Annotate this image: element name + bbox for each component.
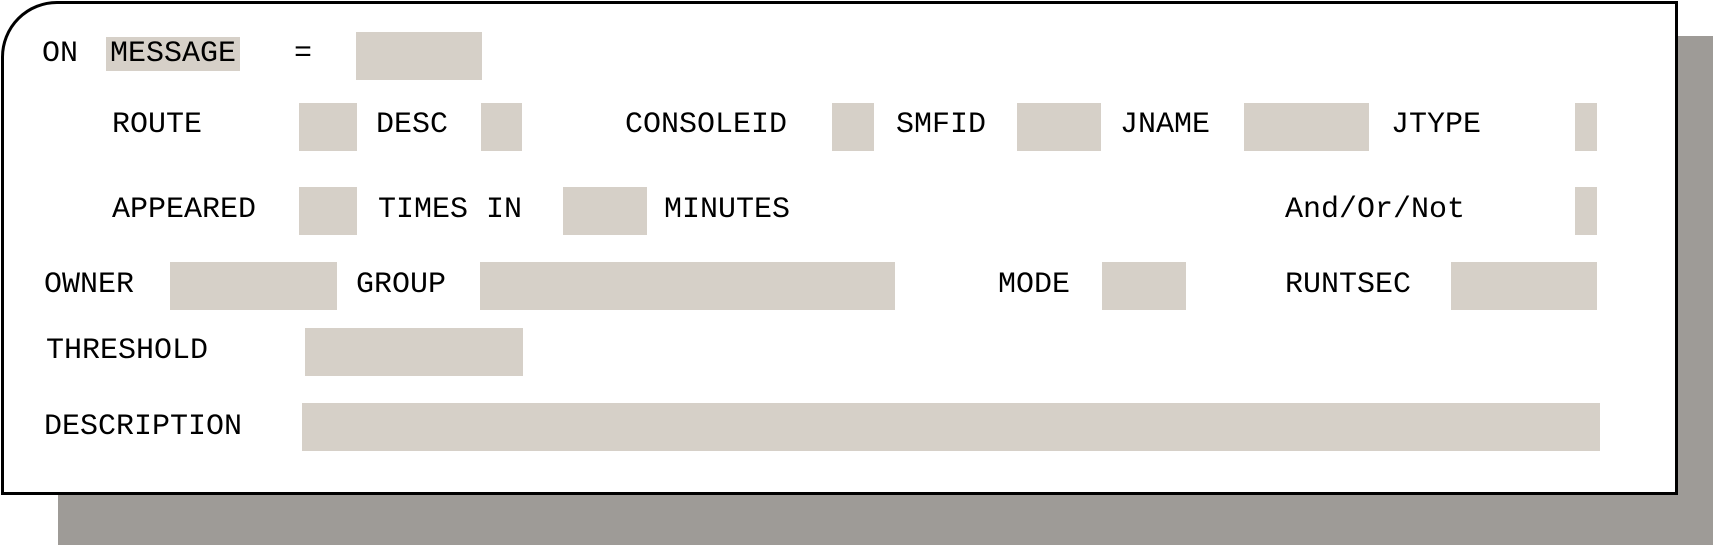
times-in-field[interactable]: [563, 187, 647, 235]
and-or-not-label: And/Or/Not: [1285, 193, 1466, 227]
times-in-label: TIMES IN: [378, 193, 523, 227]
runtsec-label: RUNTSEC: [1285, 268, 1412, 302]
group-field[interactable]: [480, 262, 895, 310]
route-field[interactable]: [299, 103, 357, 151]
message-definition-panel: ON MESSAGE = ROUTE DESC CONSOLEID SMFID …: [1, 1, 1678, 495]
jtype-field[interactable]: [1575, 103, 1597, 151]
jtype-label: JTYPE: [1391, 108, 1482, 142]
threshold-label: THRESHOLD: [46, 334, 209, 368]
on-label: ON: [42, 37, 79, 71]
jname-field[interactable]: [1244, 103, 1369, 151]
jname-label: JNAME: [1120, 108, 1211, 142]
appeared-field[interactable]: [299, 187, 357, 235]
owner-field[interactable]: [170, 262, 337, 310]
consoleid-label: CONSOLEID: [625, 108, 788, 142]
description-field[interactable]: [302, 403, 1600, 451]
description-label: DESCRIPTION: [44, 410, 243, 444]
mode-label: MODE: [998, 268, 1071, 302]
runtsec-field[interactable]: [1451, 262, 1597, 310]
desc-field[interactable]: [481, 103, 522, 151]
appeared-label: APPEARED: [112, 193, 257, 227]
smfid-label: SMFID: [896, 108, 987, 142]
threshold-field[interactable]: [305, 328, 523, 376]
route-label: ROUTE: [112, 108, 203, 142]
message-label: MESSAGE: [106, 37, 241, 71]
minutes-label: MINUTES: [664, 193, 791, 227]
equals-label: =: [294, 37, 313, 71]
message-field[interactable]: [356, 32, 482, 80]
smfid-field[interactable]: [1017, 103, 1101, 151]
owner-label: OWNER: [44, 268, 135, 302]
consoleid-field[interactable]: [832, 103, 874, 151]
and-or-not-field[interactable]: [1575, 187, 1597, 235]
desc-label: DESC: [376, 108, 449, 142]
mode-field[interactable]: [1102, 262, 1186, 310]
group-label: GROUP: [356, 268, 447, 302]
